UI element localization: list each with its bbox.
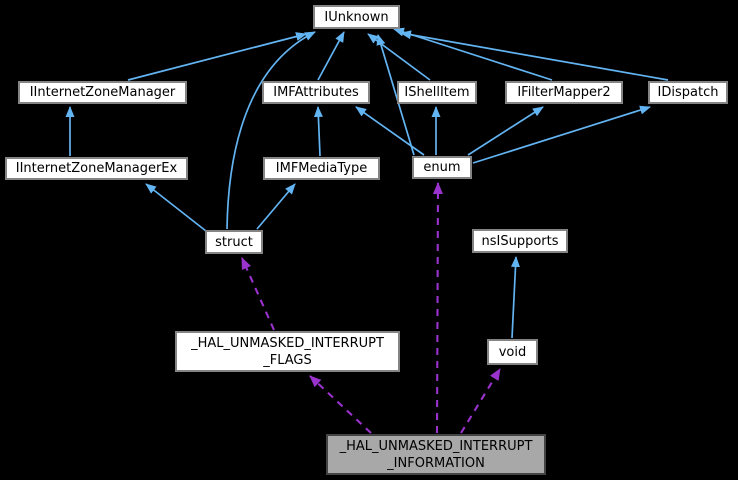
edge-enum-to-idispatch <box>472 105 651 164</box>
edge-idispatch-to-iunknown <box>400 30 669 81</box>
edge-enum-to-imfattributes <box>355 106 425 156</box>
node-imfmediatype[interactable]: IMFMediaType <box>263 157 380 180</box>
edge-struct-to-imfmediatype <box>256 183 296 230</box>
node-iunknown[interactable]: IUnknown <box>313 5 400 29</box>
edge-info-to-enum <box>432 182 443 434</box>
edge-ifiltermapper2-to-iunknown <box>393 27 553 81</box>
edge-flags-to-struct <box>241 257 275 331</box>
edge-iinternetzonemanager-to-iunknown <box>127 32 307 81</box>
node-imfattributes[interactable]: IMFAttributes <box>262 81 370 104</box>
node-iinternetzonemanagerex[interactable]: IInternetZoneManagerEx <box>5 157 188 180</box>
node-flags[interactable]: _HAL_UNMASKED_INTERRUPT _FLAGS <box>175 331 400 372</box>
edge-void-to-nsisupports <box>511 256 521 339</box>
node-ifiltermapper2[interactable]: IFilterMapper2 <box>505 81 623 104</box>
edge-struct-to-iunknown <box>226 31 316 230</box>
edge-enum-to-ifiltermapper2 <box>467 106 544 156</box>
node-idispatch[interactable]: IDispatch <box>648 81 728 104</box>
node-info[interactable]: _HAL_UNMASKED_INTERRUPT _INFORMATION <box>326 434 546 475</box>
node-void[interactable]: void <box>487 339 538 365</box>
node-nsisupports[interactable]: nsISupports <box>472 229 568 253</box>
node-enum[interactable]: enum <box>412 156 472 179</box>
edge-info-to-flags <box>309 375 372 434</box>
node-struct[interactable]: struct <box>205 230 263 254</box>
edge-imfmediatype-to-imfattributes <box>313 106 323 157</box>
edge-info-to-void <box>460 368 501 434</box>
node-iinternetzonemanager[interactable]: IInternetZoneManager <box>18 81 187 104</box>
edge-ishellitem-to-iunknown <box>367 33 431 81</box>
edge-enum-to-iunknown <box>376 34 415 156</box>
edge-struct-to-iinternetzonemanagerex <box>145 183 207 232</box>
edge-imfattributes-to-iunknown <box>317 31 345 81</box>
node-ishellitem[interactable]: IShellItem <box>397 81 477 104</box>
